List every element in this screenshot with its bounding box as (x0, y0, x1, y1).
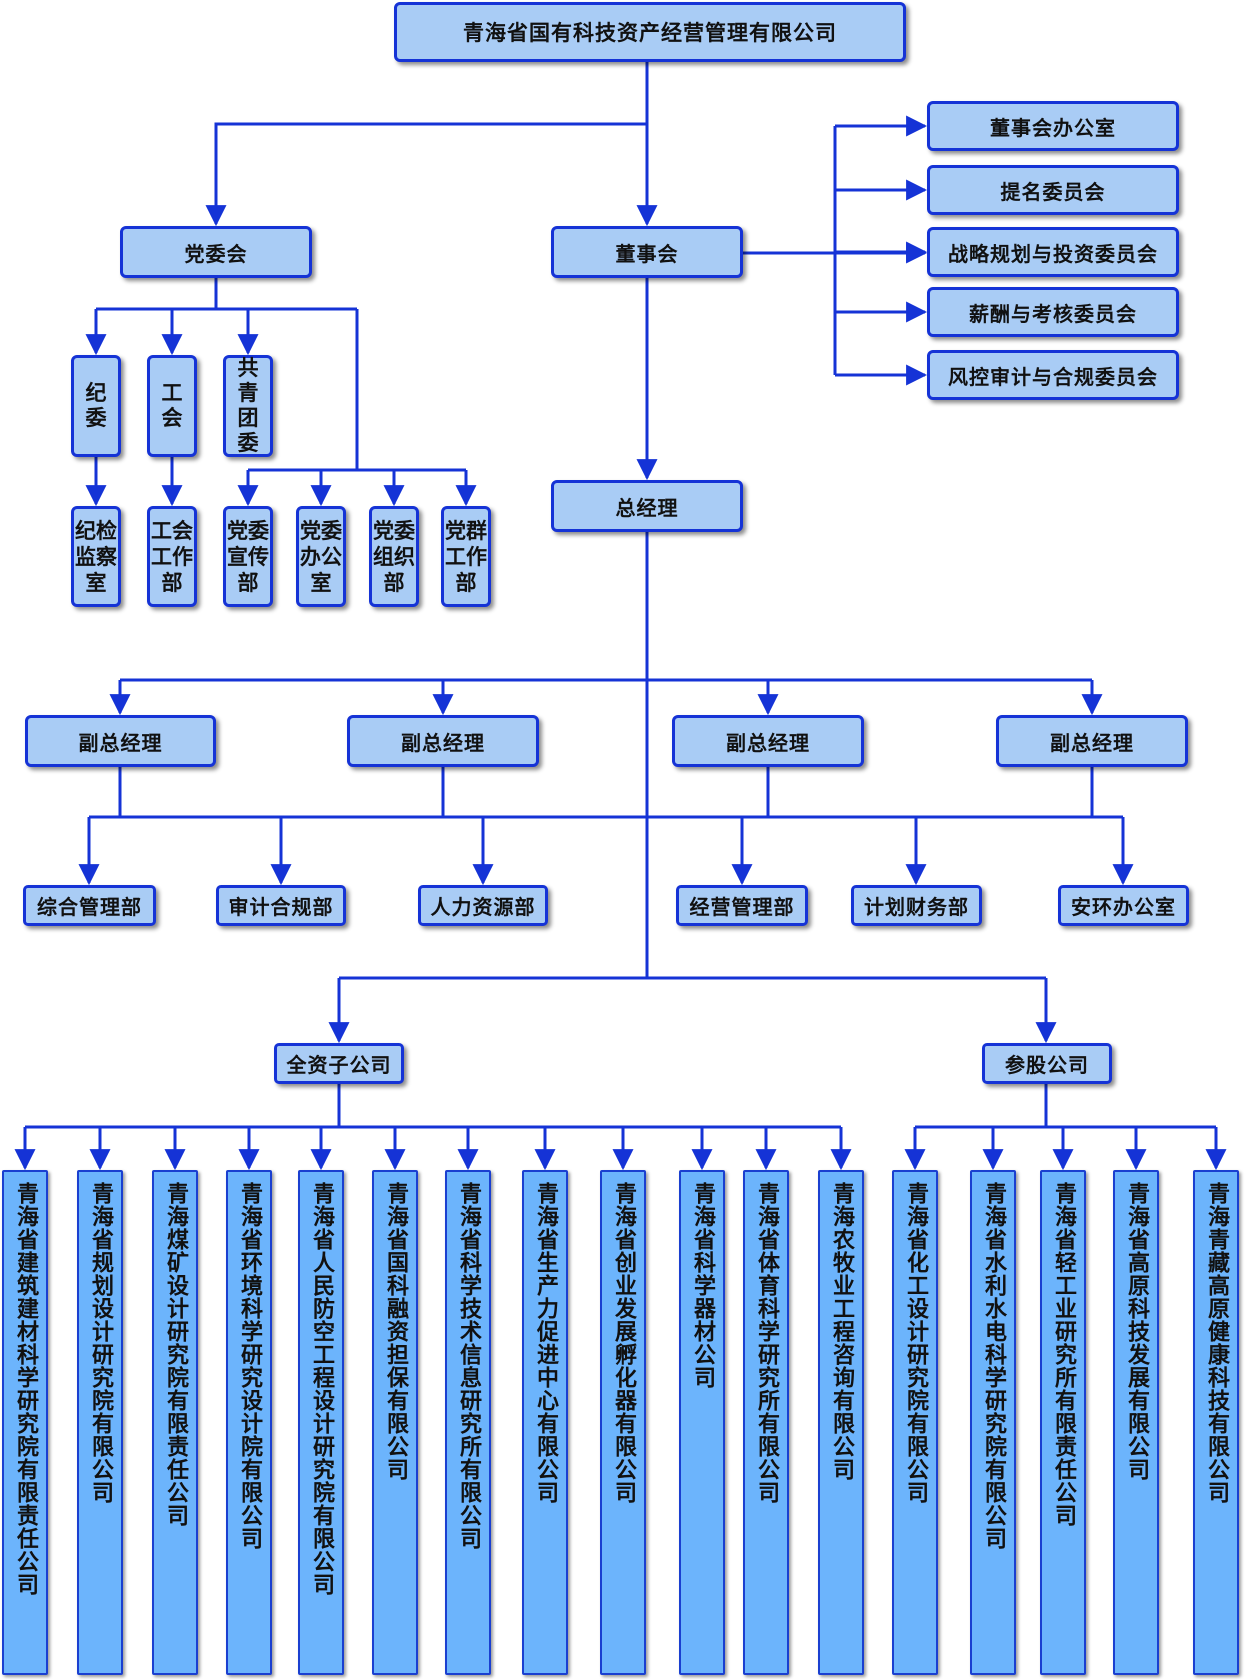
dept-general-management: 综合管理部 (23, 885, 156, 926)
company-sports-science-institute: 青海省体育科学研究所有限公司 (743, 1170, 789, 1675)
company-chemical-design-institute: 青海省化工设计研究院有限公司 (892, 1170, 938, 1675)
company-scientific-equipment: 青海省科学器材公司 (679, 1170, 725, 1675)
company-planning-design-institute: 青海省规划设计研究院有限公司 (77, 1170, 123, 1675)
company-plateau-health-tech: 青海青藏高原健康科技有限公司 (1193, 1170, 1239, 1675)
committee-compensation-assessment: 薪酬与考核委员会 (927, 287, 1179, 337)
company-productivity-promotion-center: 青海省生产力促进中心有限公司 (522, 1170, 568, 1675)
equity-participation-companies: 参股公司 (982, 1043, 1112, 1084)
party-office: 党委办公室 (296, 506, 346, 607)
company-civil-air-defense-institute: 青海省人民防空工程设计研究院有限公司 (298, 1170, 344, 1675)
company-agriculture-engineering-consulting: 青海农牧业工程咨询有限公司 (818, 1170, 864, 1675)
company-water-conservancy-institute: 青海省水利水电科学研究院有限公司 (970, 1170, 1016, 1675)
deputy-gm-2: 副总经理 (347, 715, 539, 767)
company-guoke-financing-guarantee: 青海省国科融资担保有限公司 (372, 1170, 418, 1675)
party-mass-work-dept: 党群工作部 (441, 506, 491, 607)
youth-league-committee: 共青团委 (223, 355, 273, 457)
committee-strategy-investment: 战略规划与投资委员会 (927, 227, 1179, 277)
company-light-industry-institute: 青海省轻工业研究所有限责任公司 (1040, 1170, 1086, 1675)
wholly-owned-subsidiaries: 全资子公司 (274, 1043, 404, 1084)
deputy-gm-4: 副总经理 (996, 715, 1188, 767)
party-committee: 党委会 (120, 226, 312, 278)
company-plateau-tech-development: 青海省高原科技发展有限公司 (1113, 1170, 1159, 1675)
labor-union: 工会 (147, 355, 197, 457)
party-publicity-dept: 党委宣传部 (223, 506, 273, 607)
dept-human-resources: 人力资源部 (418, 885, 548, 926)
discipline-inspection-office: 纪检监察室 (71, 506, 121, 607)
committee-board-office: 董事会办公室 (927, 101, 1179, 151)
union-work-dept: 工会工作部 (147, 506, 197, 607)
discipline-committee: 纪委 (71, 355, 121, 457)
company-building-materials-research: 青海省建筑建材科学研究院有限责任公司 (2, 1170, 48, 1675)
root-company: 青海省国有科技资产经营管理有限公司 (394, 2, 906, 62)
dept-operations-management: 经营管理部 (676, 885, 808, 926)
board-of-directors: 董事会 (551, 226, 743, 278)
company-sci-tech-information-institute: 青海省科学技术信息研究所有限公司 (445, 1170, 491, 1675)
dept-audit-compliance: 审计合规部 (216, 885, 346, 926)
company-entrepreneurship-incubator: 青海省创业发展孵化器有限公司 (600, 1170, 646, 1675)
committee-risk-audit-compliance: 风控审计与合规委员会 (927, 350, 1179, 400)
company-environmental-science-institute: 青海省环境科学研究设计院有限公司 (226, 1170, 272, 1675)
company-coal-mine-design-institute: 青海煤矿设计研究院有限责任公司 (152, 1170, 198, 1675)
committee-nomination: 提名委员会 (927, 165, 1179, 215)
deputy-gm-3: 副总经理 (672, 715, 864, 767)
party-organization-dept: 党委组织部 (369, 506, 419, 607)
general-manager: 总经理 (551, 480, 743, 532)
deputy-gm-1: 副总经理 (25, 715, 216, 767)
dept-safety-environment-office: 安环办公室 (1058, 885, 1189, 926)
dept-planning-finance: 计划财务部 (851, 885, 982, 926)
